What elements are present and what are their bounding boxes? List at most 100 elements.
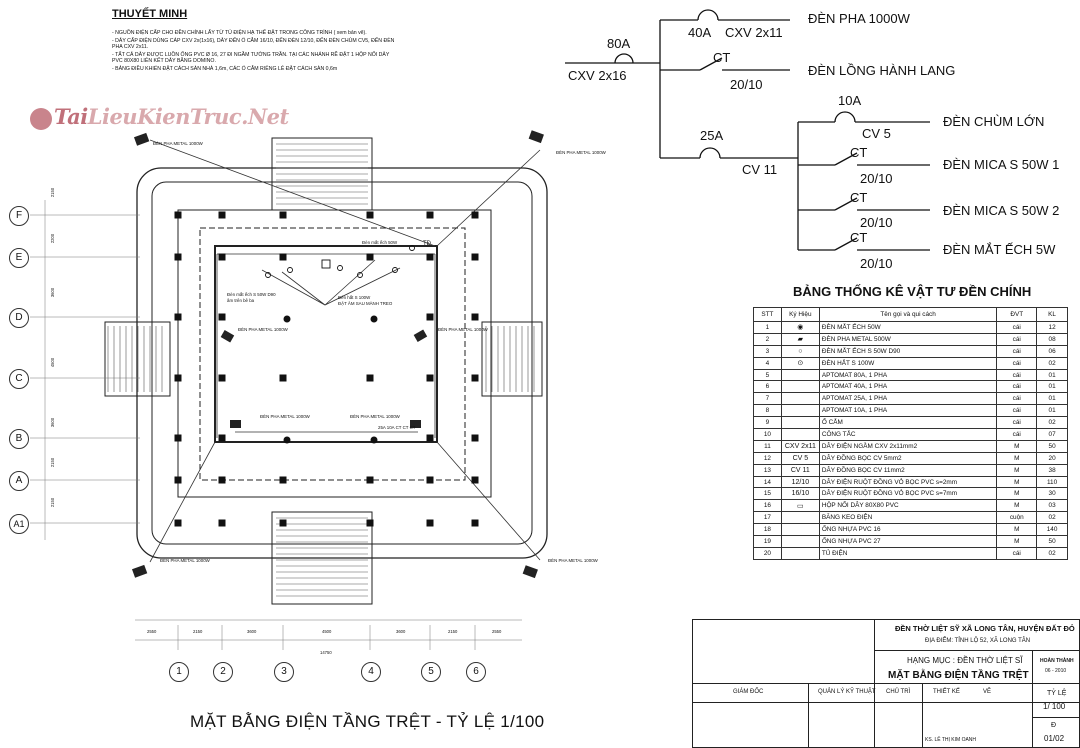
dim-text: 2550 [492,629,502,634]
header-name: Tên gọi và qui cách [818,307,998,322]
row-name: ỐNG NHỰA PVC 16 [818,523,998,537]
floor-plan [30,130,548,650]
row-axis-e: E [9,248,29,268]
dim-text: 2150 [193,629,203,634]
s4-cable-label: 20/10 [860,256,893,271]
row-qty: 20 [1036,451,1068,465]
main-cable-label: CXV 2x16 [568,68,627,83]
column-marker [426,313,434,321]
row-unit: M [996,535,1038,548]
column-marker [174,434,182,442]
row-symbol: CXV 2x11 [780,439,820,453]
column-marker [426,434,434,442]
row-unit: cái [996,416,1038,430]
flood-light-icon [131,564,148,578]
left-dim-text: 3600 [50,417,56,428]
column-marker [370,315,378,323]
row-stt: 17 [753,511,782,525]
row-symbol [780,523,820,537]
row-qty: 30 [1036,487,1068,501]
note-item: - NGUỒN ĐIỆN CẤP CHO ĐỀN CHÍNH LẤY TỪ TỦ… [112,30,367,36]
col-axis-1: 1 [169,662,189,682]
row-symbol: 12/10 [780,475,820,489]
row-qty: 140 [1036,523,1068,537]
b1-breaker-symbol [697,9,719,21]
b1-cable-label: CXV 2x11 [725,25,783,40]
col-axis-5: 5 [421,662,441,682]
row-unit: M [996,475,1038,489]
row-qty: 02 [1036,356,1068,370]
scale-value: 1/ 100 [1043,702,1066,711]
left-dim-text: 4500 [50,357,56,368]
row-name: DÂY ĐIỆN NGẦM CXV 2x11mm2 [818,439,998,453]
row-qty: 02 [1036,416,1068,430]
row-stt: 18 [753,523,782,537]
label-hat: Đèn hắt S 100W [338,295,371,300]
s3-cable-label: 20/10 [860,215,893,230]
column-marker [279,374,287,382]
header-symbol: Ký Hiệu [780,307,820,322]
ceiling-lights [265,245,415,278]
row-unit: cái [996,404,1038,418]
row-symbol: CV 5 [780,451,820,465]
row-unit: M [996,499,1038,513]
row-qty: 02 [1036,546,1068,560]
s1-cable-label: CV 5 [862,126,891,141]
sub-breaker-label: 25A [700,128,724,143]
row-unit: cái [996,321,1038,334]
row-unit: cái [996,380,1038,394]
label-pha-tl: ĐÈN PHA METAL 1000W [153,141,203,146]
col-axis-4: 4 [361,662,381,682]
table-header-row: STT Ký Hiệu Tên gọi và qui cách ĐVT KL [753,307,1068,322]
row-stt: 4 [753,356,782,370]
row-symbol: ▭ [780,499,820,513]
column-marker [366,211,374,219]
signer-name: KS. LÊ THỊ KIM OANH [925,737,977,743]
label-pha-tr: ĐÈN PHA METAL 1000W [556,150,606,155]
right-stair [481,321,543,397]
column-marker [366,476,374,484]
row-qty: 02 [1036,511,1068,525]
sheet-value: 01/02 [1044,734,1065,743]
column-marker [174,313,182,321]
row-symbol [780,546,820,560]
project-location: ĐỊA ĐIỂM: TỈNH LỘ 52, XÃ LONG TÂN [925,638,1031,644]
row-symbol [780,404,820,418]
row-qty: 50 [1036,535,1068,548]
label-am-tran: âm trên bê ba [227,298,255,303]
row-name: ỐNG NHỰA PVC 27 [818,535,998,548]
notes-title: THUYẾT MINH [112,8,188,20]
row-qty: 08 [1036,332,1068,346]
column-marker [426,253,434,261]
row-unit: M [996,463,1038,477]
row-axis-b: B [9,429,29,449]
row-axis-d: D [9,308,29,328]
note-item: - BẢNG ĐIỀU KHIỂN ĐẶT CÁCH SÀN NHÀ 1,6m,… [112,65,338,72]
row-name: ĐÈN PHA METAL 500W [818,332,998,346]
row-stt: 9 [753,416,782,430]
left-dim-text: 2150 [50,497,56,508]
row-name: DÂY ĐIỆN RUỘT ĐỒNG VỎ BỌC PVC s=2mm [818,475,998,489]
label-pha-bl: ĐÈN PHA METAL 1000W [160,558,210,563]
row-name: DÂY ĐỒNG BỌC CV 11mm2 [818,463,998,477]
director-label: GIÁM ĐỐC [733,689,764,695]
column-marker [218,434,226,442]
column-marker [218,476,226,484]
b2-load-label: ĐÈN LỒNG HÀNH LANG [808,63,956,78]
single-line-schematic [565,9,930,251]
row-qty: 110 [1036,475,1068,489]
column-marker [471,313,479,321]
row-name: BĂNG KEO ĐIỆN [818,511,998,525]
row-stt: 12 [753,451,782,465]
inner-platform [151,181,533,545]
chief-label: CHỦ TRÌ [886,689,911,695]
row-unit: M [996,523,1038,537]
s1-breaker-label: 10A [838,93,862,108]
dim-text: 3600 [396,629,406,634]
